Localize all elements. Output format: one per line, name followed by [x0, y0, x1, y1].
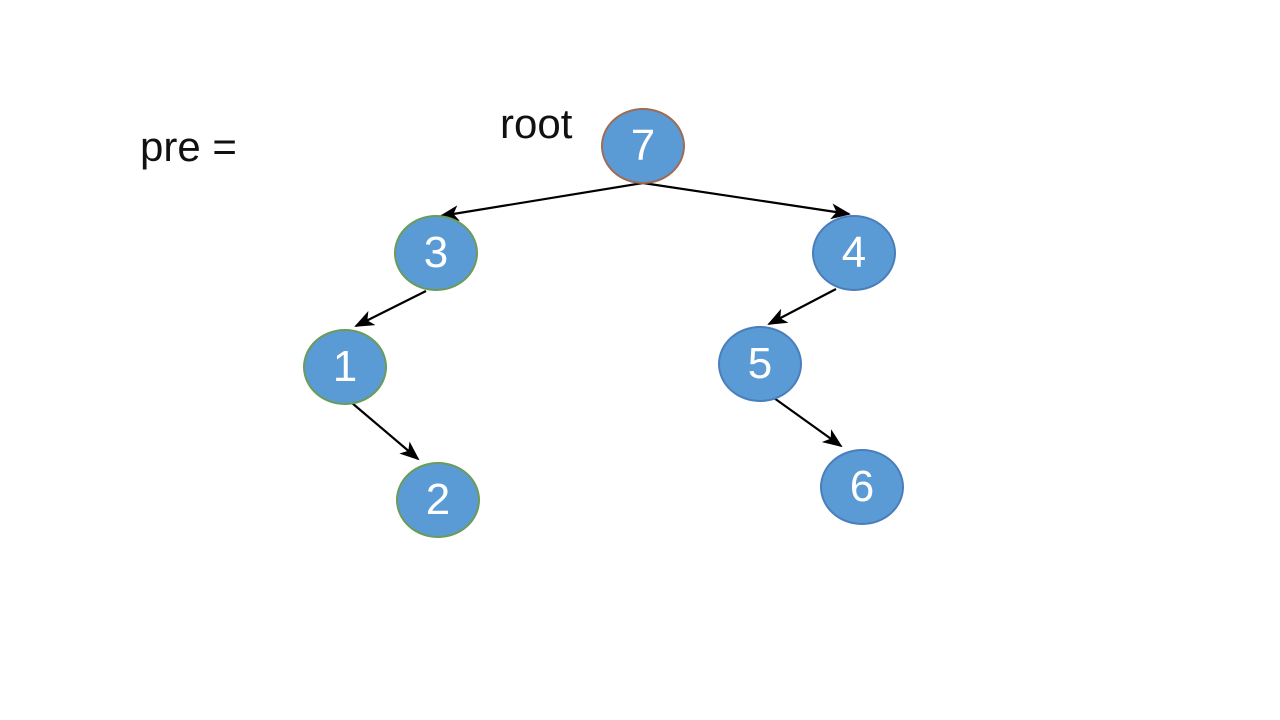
- edge-5-to-6: [773, 397, 843, 448]
- edge-1-to-2: [351, 402, 420, 461]
- edge-3-to-1: [354, 290, 427, 327]
- edge-4-to-5: [767, 288, 837, 325]
- tree-node-3: 3: [394, 215, 478, 291]
- tree-node-5: 5: [718, 326, 802, 402]
- node-value: 4: [841, 228, 867, 277]
- node-value: 2: [425, 475, 451, 524]
- tree-node-4: 4: [812, 215, 896, 291]
- tree-node-6: 6: [820, 449, 904, 525]
- tree-node-2: 2: [396, 462, 480, 538]
- node-value: 1: [332, 342, 358, 391]
- node-value: 5: [747, 339, 773, 388]
- root-pointer-label: root: [500, 100, 573, 147]
- tree-node-1: 1: [303, 329, 387, 405]
- preorder-equals-label: pre =: [140, 123, 237, 170]
- edge-7-to-4: [642, 181, 851, 220]
- node-value: 7: [630, 121, 656, 170]
- node-value: 3: [423, 228, 449, 277]
- tree-node-7: 7: [601, 108, 685, 184]
- edge-7-to-3: [439, 181, 644, 221]
- node-value: 6: [849, 462, 875, 511]
